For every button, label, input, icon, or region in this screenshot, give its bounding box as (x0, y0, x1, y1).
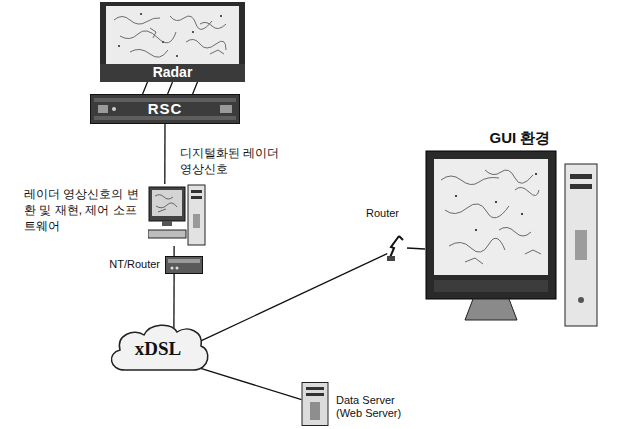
pc-shape (162, 221, 172, 226)
rsc-shape (98, 105, 108, 113)
gui-shape (441, 170, 541, 264)
gui-shape (565, 164, 597, 326)
radar-shape (114, 16, 226, 57)
pc-shape (148, 230, 186, 238)
pc-shape (191, 190, 202, 193)
router-shape (399, 236, 403, 240)
gui-shape (434, 159, 548, 275)
nt-shape (176, 267, 179, 270)
gui-workstation: GUI 환경 (425, 150, 598, 330)
nt-router: NT/Router (165, 256, 203, 274)
server-shape (306, 387, 324, 390)
network-link (195, 367, 301, 400)
server-shape (302, 383, 328, 426)
rsc-shape (91, 95, 240, 124)
gui-shape (455, 174, 537, 230)
pc-shape (155, 195, 177, 212)
radar-display: Radar (100, 2, 245, 82)
node-label: 레이더 영상신호의 변환 및 재현, 제어 소프트웨어 (24, 186, 140, 235)
nt-illustration (165, 256, 203, 274)
gui-shape (426, 151, 556, 299)
radar-shape (100, 2, 245, 82)
data-server: Data Server (Web Server) (300, 382, 330, 426)
node-label: Data Server (Web Server) (336, 394, 414, 420)
gui-illustration (425, 150, 598, 330)
router-illustration (385, 234, 407, 262)
rsc-unit: RSC (90, 94, 240, 124)
nt-shape (168, 259, 200, 263)
node-label: Router (366, 207, 399, 220)
gui-shape (578, 297, 584, 303)
pc-shape (149, 187, 185, 221)
network-link (143, 82, 198, 94)
radar-shape (118, 14, 222, 56)
server-shape (310, 402, 320, 420)
network-cloud: xDSL (105, 318, 211, 376)
node-label: xDSL (105, 318, 211, 380)
node-label: RSC (90, 94, 240, 124)
pc-illustration (148, 184, 206, 246)
network-link (407, 248, 425, 249)
pc-shape (188, 185, 205, 245)
radar-shape (100, 64, 245, 82)
network-link (200, 254, 387, 342)
gui-shape (575, 230, 587, 260)
control-computer: 레이더 영상신호의 변환 및 재현, 제어 소프트웨어 (148, 184, 206, 246)
node-label: GUI 환경 (460, 129, 580, 147)
router-shape (387, 256, 395, 261)
gui-shape (570, 184, 592, 189)
rsc-shape (220, 105, 232, 113)
gui-shape (434, 280, 548, 292)
gui-shape (570, 174, 592, 179)
network-link (173, 274, 175, 328)
pc-shape (191, 196, 202, 199)
network-link (173, 246, 174, 256)
edge-label: 디지털화된 레이더 영상신호 (180, 145, 288, 177)
node-label: Radar (100, 64, 245, 81)
server-illustration (300, 382, 330, 426)
nt-shape (166, 257, 203, 274)
pc-shape (152, 190, 182, 216)
pc-shape (193, 214, 200, 228)
radar-shape (106, 6, 239, 64)
node-label: NT/Router (109, 258, 160, 271)
gui-shape (465, 299, 517, 320)
router-icon: Router (385, 234, 407, 262)
rsc-shape (112, 107, 116, 111)
server-shape (306, 393, 324, 396)
network-link (164, 124, 165, 184)
nt-shape (171, 267, 174, 270)
